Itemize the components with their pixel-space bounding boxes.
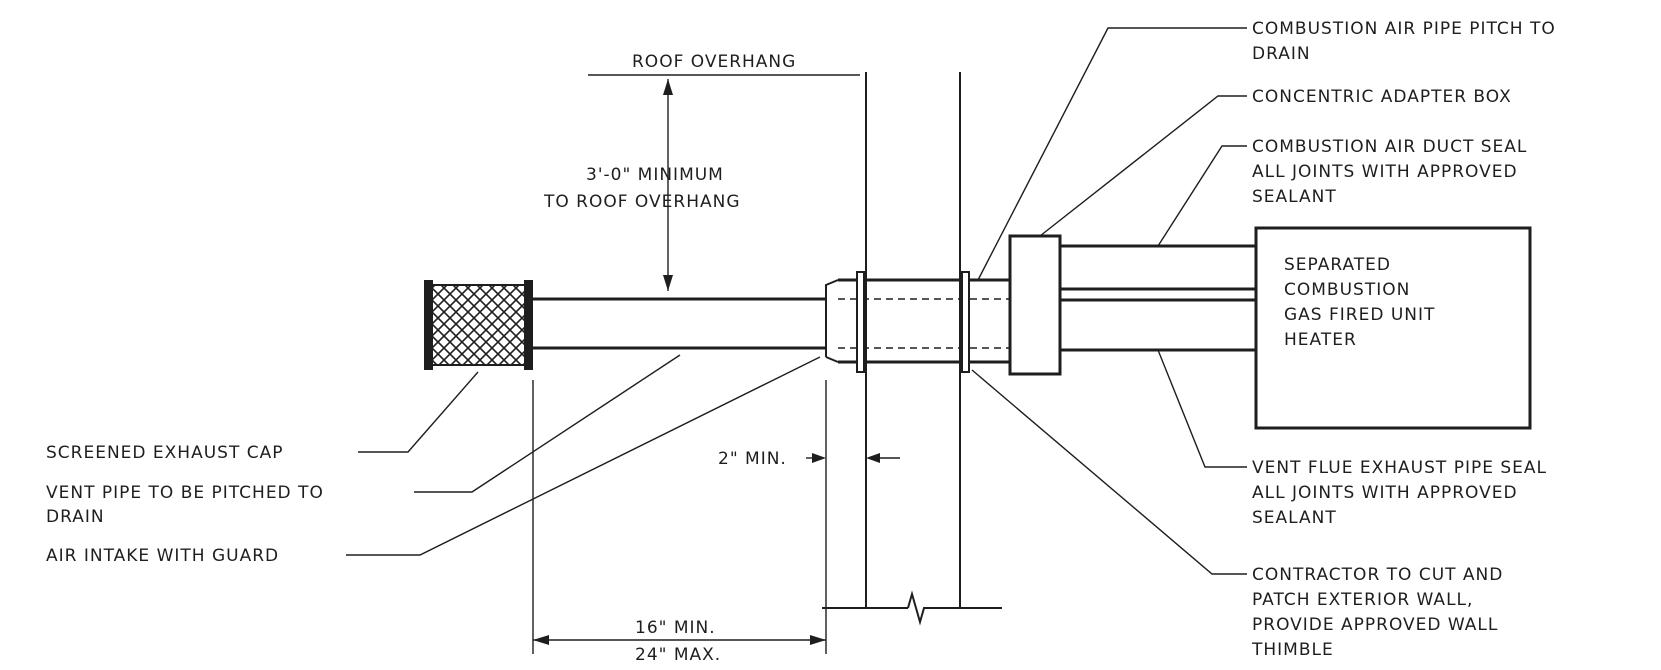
heater-label-1: SEPARATED [1284, 255, 1391, 275]
leader-lines [346, 27, 1247, 575]
vent-flue-exhaust-pipe [1060, 298, 1256, 352]
roof-overhang-label: ROOF OVERHANG [632, 52, 796, 72]
air-intake-sleeve [825, 278, 1010, 364]
combustion-pitch-label-2: DRAIN [1252, 44, 1311, 64]
distance-label-2: 24" MAX. [635, 645, 721, 665]
duct-seal-label-3: SEALANT [1252, 187, 1337, 207]
flue-seal-label-3: SEALANT [1252, 508, 1337, 528]
adapter-box-label: CONCENTRIC ADAPTER BOX [1252, 87, 1512, 107]
air-intake-label: AIR INTAKE WITH GUARD [46, 546, 279, 566]
heater-label-2: COMBUSTION [1284, 280, 1410, 300]
two-inch-min-dimension [806, 453, 900, 463]
vent-pipe-label-2: DRAIN [46, 507, 105, 527]
distance-label-1: 16" MIN. [635, 618, 716, 638]
exterior-wall [822, 72, 1002, 626]
vent-pipe [533, 297, 826, 350]
contractor-label-1: CONTRACTOR TO CUT AND [1252, 565, 1503, 585]
roof-overhang-dimension [588, 74, 860, 291]
screened-cap-label: SCREENED EXHAUST CAP [46, 443, 283, 463]
wall-thimble [856, 271, 970, 373]
contractor-label-3: PROVIDE APPROVED WALL [1252, 615, 1498, 635]
duct-seal-label-1: COMBUSTION AIR DUCT SEAL [1252, 137, 1527, 157]
combustion-pitch-label-1: COMBUSTION AIR PIPE PITCH TO [1252, 19, 1556, 39]
concentric-adapter-box [1008, 234, 1062, 376]
duct-seal-label-2: ALL JOINTS WITH APPROVED [1252, 162, 1518, 182]
contractor-label-2: PATCH EXTERIOR WALL, [1252, 590, 1473, 610]
flue-seal-label-2: ALL JOINTS WITH APPROVED [1252, 483, 1518, 503]
cap-distance-dimension [532, 380, 827, 654]
two-inch-min-label: 2" MIN. [718, 449, 787, 469]
heater-label-3: GAS FIRED UNIT [1284, 305, 1435, 325]
minimum-distance-label-1: 3'-0" MINIMUM [586, 165, 724, 185]
combustion-air-duct [1060, 244, 1256, 291]
vent-pipe-label-1: VENT PIPE TO BE PITCHED TO [46, 483, 324, 503]
heater-label-4: HEATER [1284, 330, 1357, 350]
screened-exhaust-cap [424, 280, 533, 370]
flue-seal-label-1: VENT FLUE EXHAUST PIPE SEAL [1252, 458, 1547, 478]
gas-fired-unit-heater [1254, 226, 1532, 430]
contractor-label-4: THIMBLE [1251, 640, 1334, 660]
minimum-distance-label-2: TO ROOF OVERHANG [543, 192, 741, 212]
